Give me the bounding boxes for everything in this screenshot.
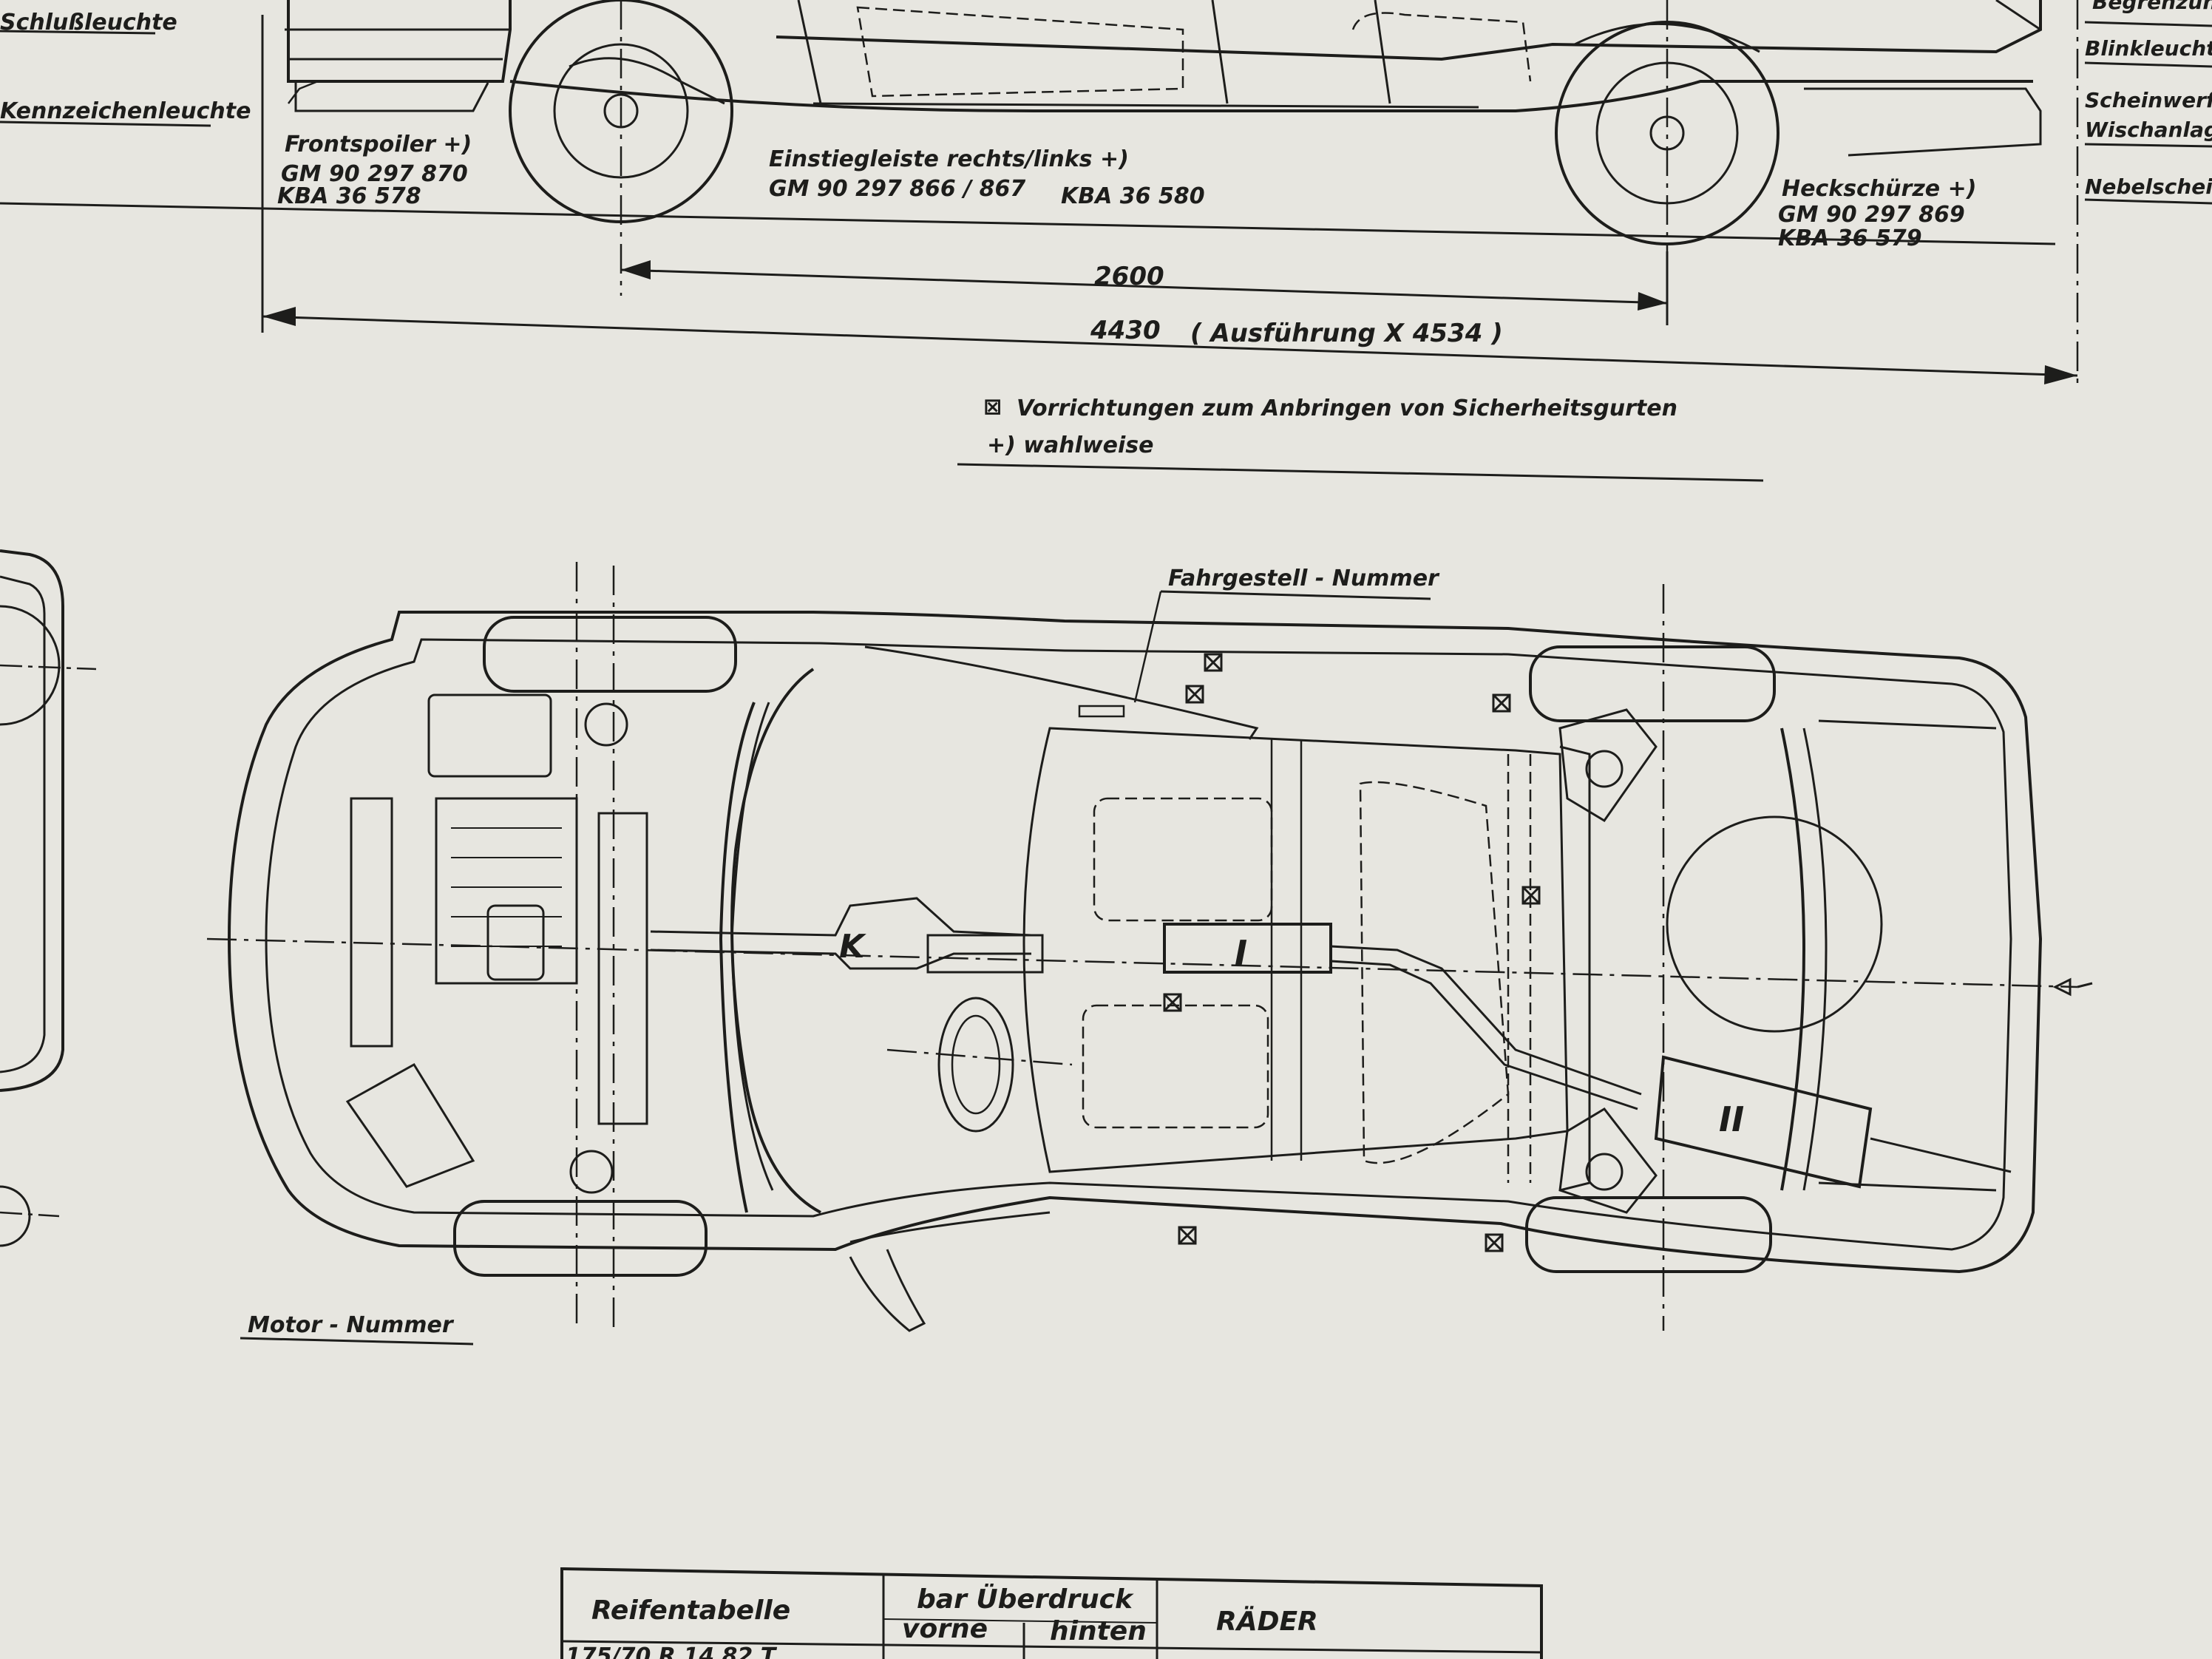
belt-anchor-symbol: ⊠ <box>983 394 1002 420</box>
chassis-number-label: Fahrgestell - Nummer <box>1168 566 1440 591</box>
right-label-3: Scheinwerfer <box>2085 88 2212 112</box>
right-label-1: Begrenzungsleuchte <box>2092 0 2212 14</box>
right-label-2: Blinkleuchte <box>2085 36 2212 61</box>
right-label-5: Nebelscheinwerfer <box>2085 174 2212 199</box>
engine-number-label: Motor - Nummer <box>248 1312 455 1338</box>
sill-gm: GM 90 297 866 / 867 <box>769 176 1025 202</box>
front-spoiler-kba: KBA 36 578 <box>277 183 421 209</box>
front-spoiler-label: Frontspoiler +) <box>285 132 472 157</box>
side-view-drawing <box>0 0 2212 384</box>
top-view-drawing <box>206 562 2093 1346</box>
tire-table <box>560 1567 1543 1659</box>
rear-header: hinten <box>1050 1616 1147 1646</box>
rear-light-label: Schlußleuchte <box>0 10 177 35</box>
wheels-header: RÄDER <box>1216 1606 1318 1637</box>
plate-light-label: Kennzeichenleuchte <box>0 98 251 124</box>
marker-i: I <box>1235 933 1247 973</box>
front-spoiler-gm: GM 90 297 870 <box>281 161 468 187</box>
sill-kba: KBA 36 580 <box>1061 183 1205 209</box>
right-label-4: Wischanlage <box>2085 118 2212 142</box>
length-dimension: 4430 <box>1090 316 1161 345</box>
front-header: vorne <box>902 1614 988 1644</box>
rear-apron-gm: GM 90 297 869 <box>1778 202 1965 228</box>
front-view-partial <box>0 549 97 1247</box>
wheelbase-dimension: 2600 <box>1094 262 1164 291</box>
tire-row-first: 175/70 R 14 82 T <box>566 1643 778 1659</box>
length-variant-dimension: ( Ausführung X 4534 ) <box>1190 319 1503 348</box>
sill-label: Einstiegleiste rechts/links +) <box>769 146 1129 172</box>
marker-k: K <box>839 928 866 966</box>
rear-apron-label: Heckschürze +) <box>1782 176 1976 202</box>
belt-anchor-legend: Vorrichtungen zum Anbringen von Sicherhe… <box>1017 396 1677 421</box>
pressure-header: bar Überdruck <box>917 1584 1134 1615</box>
tire-table-title: Reifentabelle <box>591 1595 790 1626</box>
marker-ii: II <box>1719 1099 1744 1139</box>
optional-legend: +) wahlweise <box>987 432 1153 458</box>
rear-apron-kba: KBA 36 579 <box>1778 225 1922 251</box>
legend-underline <box>957 463 1764 482</box>
